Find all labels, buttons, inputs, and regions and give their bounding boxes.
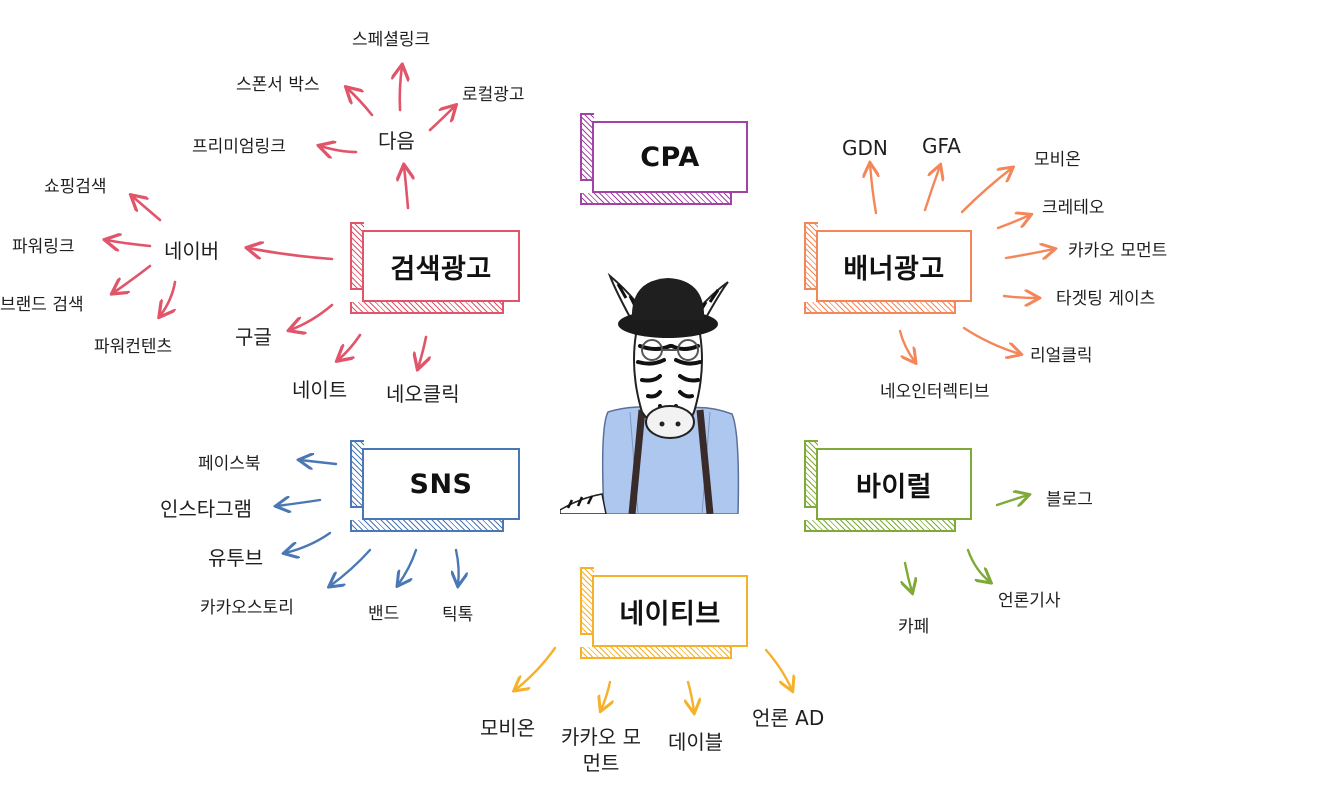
arrow-naver-shopping (132, 196, 162, 222)
node-sns-instagram: 인스타그램 (160, 497, 252, 521)
suspender-right (696, 409, 714, 514)
arrow-banner-mobion (960, 168, 1012, 214)
arrow-search-google (290, 303, 334, 330)
arrow-viral-cafe (905, 561, 912, 592)
node-daum-sponsor-box: 스폰서 박스 (236, 75, 320, 95)
arrow-viral-news (966, 548, 990, 582)
node-banner-neointeractive: 네오인터렉티브 (880, 382, 990, 402)
node-neoclick: 네오클릭 (386, 382, 460, 406)
arrow-search-neoclick (418, 335, 426, 368)
arrow-viral-blog (995, 495, 1028, 505)
node-banner-targeting-gates: 타겟팅 게이츠 (1056, 289, 1156, 309)
node-nate: 네이트 (292, 378, 348, 402)
arrow-banner-neointer (898, 329, 915, 362)
node-sns-band: 밴드 (368, 604, 400, 624)
category-label-banner: 배너광고 (843, 253, 945, 285)
zebra-mascot-illustration (560, 272, 740, 514)
category-label-native: 네이티브 (619, 598, 721, 630)
category-box-sns: SNS (350, 440, 520, 532)
node-native-kakao-moment: 카카오 모먼트 (561, 725, 641, 775)
node-sns-kakaostory: 카카오스토리 (200, 598, 294, 618)
arrow-native-dable (688, 680, 694, 712)
node-naver-brand-search: 브랜드 검색 (0, 295, 84, 315)
box-depth-bottom (580, 193, 732, 205)
arrow-sns-facebook (300, 460, 338, 464)
category-label-search: 검색광고 (390, 253, 492, 285)
category-box-viral: 바이럴 (804, 440, 972, 532)
arrow-daum-local (428, 106, 455, 132)
box-depth-bottom (804, 520, 956, 532)
node-viral-blog: 블로그 (1046, 490, 1093, 510)
node-daum: 다음 (378, 129, 415, 153)
node-native-press-ad: 언론 AD (752, 706, 825, 730)
node-banner-mobion: 모비온 (1034, 150, 1081, 170)
node-sns-youtube: 유투브 (208, 546, 264, 570)
arrow-banner-gfa (923, 166, 940, 212)
box-depth-side (804, 440, 818, 508)
glasses (641, 339, 699, 361)
node-banner-gdn: GDN (842, 136, 888, 160)
node-naver-shopping: 쇼핑검색 (44, 177, 107, 197)
arrow-banner-criteo (996, 215, 1030, 230)
category-label-cpa: CPA (640, 141, 700, 173)
arrow-naver-powerlink (106, 240, 152, 246)
box-depth-side (350, 440, 364, 508)
category-box-native: 네이티브 (580, 567, 748, 659)
arrow-sns-tiktok (456, 548, 459, 585)
zebra-snout (645, 405, 695, 439)
node-google: 구글 (235, 325, 272, 349)
node-banner-realclick: 리얼클릭 (1030, 346, 1093, 366)
node-naver-powercontents: 파워컨텐츠 (94, 337, 173, 357)
category-box-cpa: CPA (580, 113, 748, 205)
box-depth-side (804, 222, 818, 290)
hat-crown (631, 278, 705, 320)
arrow-native-mobion (515, 646, 557, 690)
arrow-daum-special (400, 66, 402, 112)
category-box-search: 검색광고 (350, 222, 520, 314)
node-sns-tiktok: 틱톡 (442, 605, 474, 625)
node-native-dable: 데이블 (668, 730, 724, 754)
arrow-search-daum (404, 166, 408, 210)
box-depth-side (580, 567, 594, 635)
node-native-mobion: 모비온 (480, 716, 536, 740)
arrow-banner-gdn (870, 164, 876, 215)
node-banner-criteo: 크레테오 (1042, 198, 1105, 218)
suspender-left (628, 409, 646, 514)
box-depth-bottom (804, 302, 956, 314)
arrow-banner-targeting (1002, 296, 1038, 298)
arrow-banner-kakao (1004, 249, 1054, 258)
box-depth-side (350, 222, 364, 290)
node-daum-special-link: 스페셜링크 (352, 30, 431, 50)
arrow-naver-powercontent (160, 280, 177, 316)
node-banner-gfa: GFA (922, 134, 961, 158)
arrow-sns-instagram (277, 500, 322, 506)
node-sns-facebook: 페이스북 (198, 454, 261, 474)
arrow-native-kakao (601, 680, 610, 710)
node-naver-powerlink: 파워링크 (12, 237, 75, 257)
node-naver: 네이버 (164, 239, 220, 263)
arrow-sns-band (398, 548, 418, 585)
node-daum-local-ad: 로컬광고 (462, 85, 525, 105)
node-daum-premium-link: 프리미엄링크 (192, 137, 286, 157)
box-depth-bottom (350, 302, 504, 314)
arrow-daum-premium (320, 146, 358, 152)
node-viral-news: 언론기사 (998, 591, 1061, 611)
arrow-banner-realclick (962, 326, 1020, 354)
node-viral-cafe: 카페 (898, 617, 930, 637)
category-label-sns: SNS (409, 468, 473, 500)
arrow-search-nate (338, 333, 362, 360)
arrow-native-press (764, 648, 792, 690)
arrow-sns-kakaostory (330, 548, 372, 586)
arrow-daum-sponsor (347, 88, 374, 117)
box-depth-side (580, 113, 594, 181)
node-banner-kakao-moment: 카카오 모먼트 (1068, 241, 1168, 261)
category-box-banner: 배너광고 (804, 222, 972, 314)
arrow-search-naver (248, 248, 334, 261)
box-depth-bottom (580, 647, 732, 659)
arrow-sns-youtube (285, 531, 332, 553)
box-depth-bottom (350, 520, 504, 532)
arrow-naver-brand (113, 264, 152, 293)
category-label-viral: 바이럴 (855, 471, 933, 503)
